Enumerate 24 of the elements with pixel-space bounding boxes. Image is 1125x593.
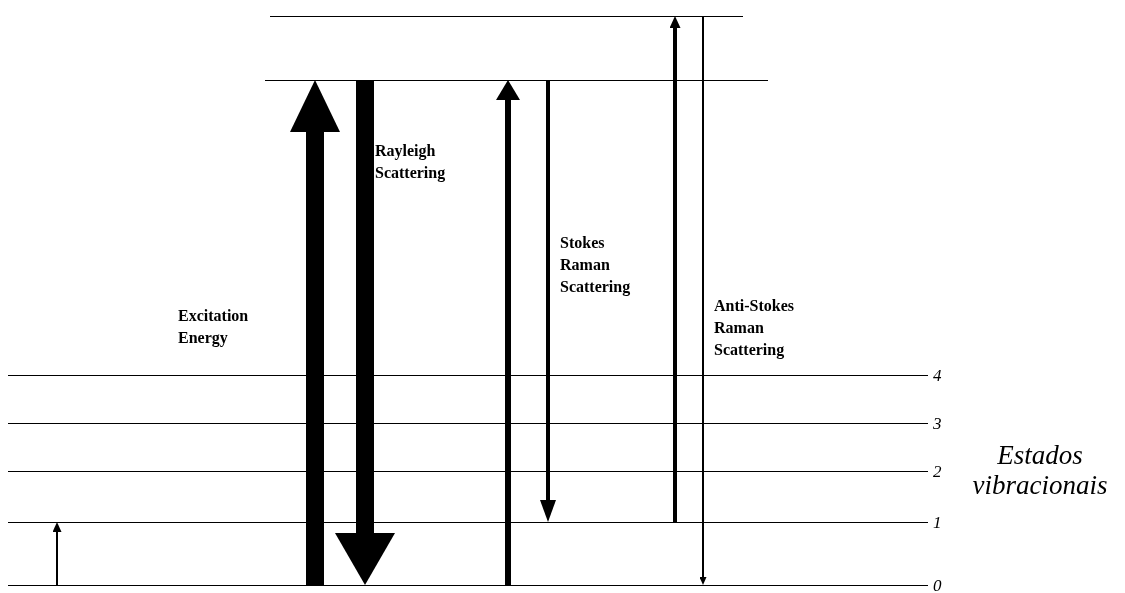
energy-level-line [8, 375, 928, 376]
level-number: 3 [933, 415, 942, 432]
arrow [540, 80, 556, 522]
edge-label: Anti-Stokes Raman Scattering [714, 296, 795, 361]
edge-label: Excitation Energy [178, 306, 250, 349]
energy-level-line [8, 471, 928, 472]
arrow [52, 522, 62, 586]
arrow [290, 80, 340, 585]
level-number: 4 [933, 367, 942, 384]
axis-caption: Estados vibracionais [971, 440, 1109, 500]
arrow [699, 15, 707, 585]
edge-label: Rayleigh Scattering [375, 141, 447, 184]
energy-level-line [265, 80, 768, 81]
energy-level-line [8, 423, 928, 424]
level-number: 2 [933, 463, 942, 480]
level-number: 0 [933, 577, 942, 593]
level-number: 1 [933, 514, 942, 531]
edge-label: Stokes Raman Scattering [560, 233, 632, 298]
arrow [496, 80, 520, 585]
energy-level-line [270, 16, 743, 17]
arrow [335, 80, 395, 585]
arrow [669, 16, 681, 522]
energy-level-line [8, 522, 928, 523]
energy-level-line [8, 585, 928, 586]
